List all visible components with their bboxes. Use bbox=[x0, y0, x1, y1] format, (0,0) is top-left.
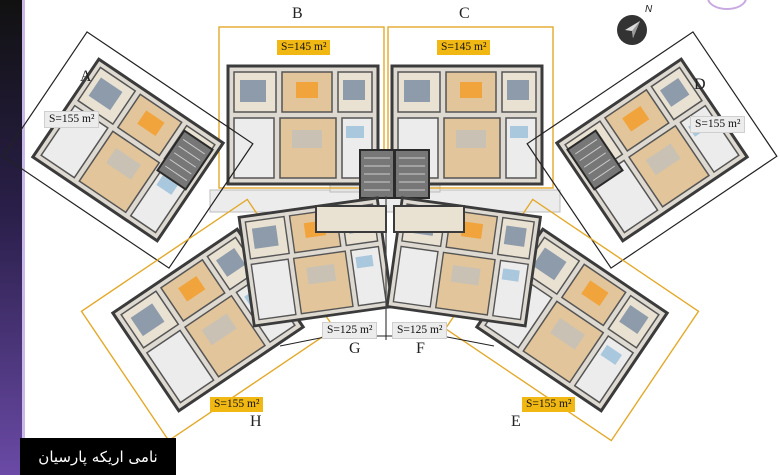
unit-letter-c: C bbox=[459, 5, 470, 22]
unit-area-b: S=145 m² bbox=[277, 40, 331, 55]
unit-area-g: S=125 m² bbox=[322, 322, 378, 339]
unit-area-c: S=145 m² bbox=[437, 40, 491, 55]
unit-area-d: S=155 m² bbox=[690, 116, 746, 133]
left-accent-line bbox=[22, 0, 25, 475]
north-label: N bbox=[645, 4, 653, 15]
unit-letter-e: E bbox=[511, 413, 521, 430]
unit-letter-a: A bbox=[80, 68, 92, 85]
left-accent-stripe bbox=[0, 0, 22, 475]
unit-area-e: S=155 m² bbox=[522, 397, 576, 412]
unit-letter-g: G bbox=[349, 340, 361, 357]
unit-letter-d: D bbox=[694, 76, 706, 93]
unit-area-f: S=125 m² bbox=[392, 322, 448, 339]
unit-letter-h: H bbox=[250, 413, 262, 430]
unit-area-a: S=155 m² bbox=[44, 111, 100, 128]
north-arrow-icon bbox=[617, 15, 647, 45]
unit-letter-f: F bbox=[416, 340, 425, 357]
brand-name: نامی اریکه پارسیان bbox=[20, 438, 176, 475]
unit-area-h: S=155 m² bbox=[210, 397, 264, 412]
unit-letter-b: B bbox=[292, 5, 303, 22]
